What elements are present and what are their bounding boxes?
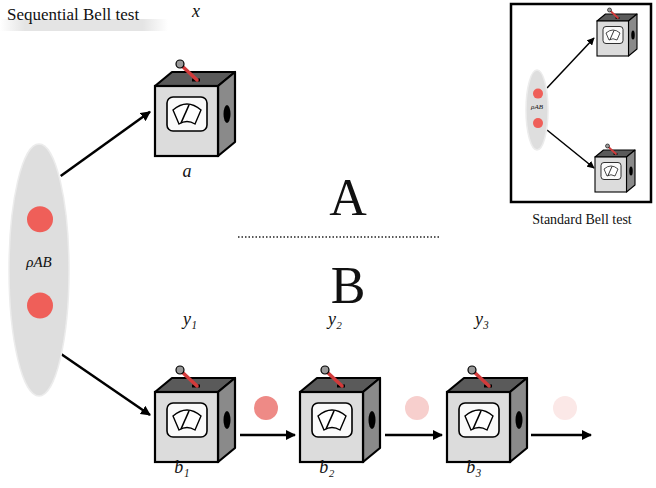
device-node: y₂ b₂ — [295, 310, 385, 478]
measurement-device — [597, 8, 637, 56]
meter-dial — [606, 30, 620, 40]
ellipse-outline — [526, 70, 548, 150]
party-letter: A — [329, 172, 367, 224]
device-node: y₁ b₁ — [150, 310, 240, 478]
meter-face — [167, 403, 207, 437]
cube-side — [627, 150, 636, 192]
particle-dot — [533, 118, 543, 128]
measurement-device — [155, 366, 235, 462]
measurement-device — [155, 60, 235, 156]
divider-dotted — [238, 236, 441, 238]
inset-caption: Standard Bell test — [532, 212, 632, 227]
measurement-device — [595, 144, 635, 192]
cube-side — [218, 72, 235, 156]
meter-face — [167, 97, 207, 131]
output-port — [224, 105, 231, 123]
lever-knob — [176, 60, 184, 68]
state-label: ρAB — [531, 104, 543, 112]
setting-lever — [326, 371, 342, 386]
cube-front — [447, 392, 510, 462]
output-port — [516, 411, 523, 429]
particle-dot — [533, 89, 543, 99]
setting-label: y₂ — [328, 310, 342, 330]
output-port — [631, 31, 635, 40]
setting-lever — [608, 147, 616, 155]
meter-dial — [318, 410, 346, 430]
particle-path-arrow — [385, 434, 442, 437]
meter-face — [603, 27, 623, 44]
meter-dial — [173, 104, 201, 124]
meter-face — [459, 403, 499, 437]
cube-side — [218, 378, 235, 462]
particle-dot — [27, 206, 53, 232]
inset-frame — [511, 4, 651, 202]
particle-path-arrow — [240, 434, 295, 437]
cube-front — [155, 86, 218, 156]
cube-side — [629, 14, 638, 56]
cube-front — [155, 392, 218, 462]
device-node: y₃ b₃ — [442, 310, 532, 478]
ellipse-outline — [9, 144, 69, 396]
setting-lever — [610, 11, 618, 19]
lever-knob — [176, 366, 184, 374]
cube-front — [597, 21, 629, 56]
meter-dial — [173, 410, 201, 430]
setting-lever — [473, 371, 489, 386]
state-ellipse: ρAB — [525, 69, 549, 151]
meter-dial — [604, 166, 618, 176]
cube-front — [300, 392, 363, 462]
outcome-label: b₁ — [174, 458, 189, 478]
meter-needle — [181, 105, 189, 123]
meter-face — [312, 403, 352, 437]
inset-arrow — [547, 38, 594, 88]
cube-side — [510, 378, 527, 462]
meter-face — [601, 163, 621, 180]
cube-side — [363, 378, 380, 462]
setting-label: y₃ — [475, 310, 489, 330]
meter-needle — [326, 411, 334, 429]
outcome-label: b₃ — [466, 458, 481, 478]
figure-title: Sequential Bell test — [7, 6, 139, 23]
meter-needle — [473, 411, 481, 429]
outgoing-arrow — [531, 434, 591, 437]
measurement-device — [447, 366, 527, 462]
particle-dot — [405, 396, 429, 420]
measurement-device — [300, 366, 380, 462]
setting-lever — [181, 371, 197, 386]
device-node: xa — [150, 2, 240, 182]
device-group — [155, 8, 637, 462]
output-port — [224, 411, 231, 429]
outcome-label: a — [183, 162, 192, 182]
lever-knob — [608, 8, 612, 12]
particle-dot — [27, 293, 53, 319]
particle-path-arrow — [61, 112, 150, 176]
particle-dot — [254, 396, 278, 420]
output-port — [369, 411, 376, 429]
meter-needle — [610, 31, 614, 40]
meter-needle — [608, 167, 612, 176]
party-letter: B — [331, 260, 366, 312]
state-label: ρAB — [26, 254, 52, 271]
setting-label: x — [192, 2, 200, 22]
state-ellipse: ρAB — [8, 143, 70, 397]
lever-knob — [321, 366, 329, 374]
inset-panel: Standard Bell test ρAB — [510, 3, 654, 229]
inset-arrow — [547, 130, 594, 168]
particle-dot — [553, 396, 577, 420]
output-port — [629, 167, 633, 176]
setting-lever — [181, 65, 197, 80]
cube-front — [595, 157, 627, 192]
particle-path-arrow — [61, 354, 150, 415]
meter-dial — [465, 410, 493, 430]
setting-label: y₁ — [183, 310, 197, 330]
lever-knob — [606, 144, 610, 148]
meter-needle — [181, 411, 189, 429]
lever-knob — [468, 366, 476, 374]
outcome-label: b₂ — [319, 458, 334, 478]
